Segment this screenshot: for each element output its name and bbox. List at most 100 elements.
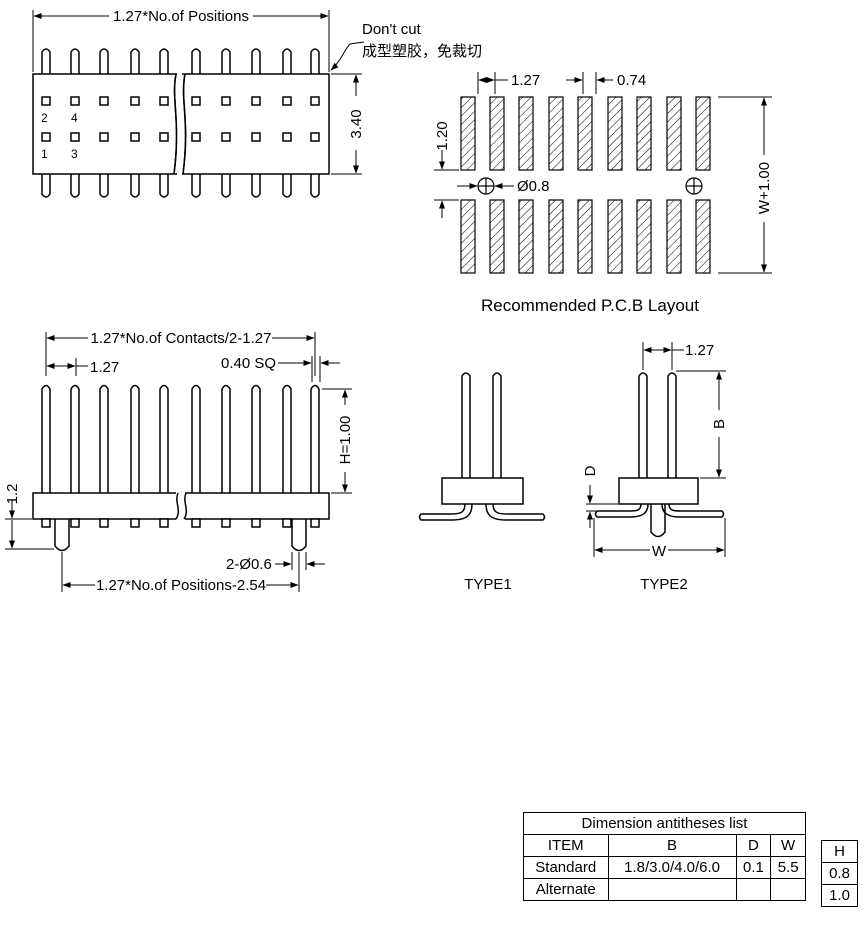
side-pin	[70, 384, 80, 493]
bottom-pin	[310, 174, 320, 198]
bottom-pin	[99, 174, 109, 198]
side-pin-square	[70, 518, 80, 528]
pcb-pad	[666, 199, 682, 274]
pcb-pad	[695, 96, 711, 171]
sv-positions-label: 1.27*No.of Positions-2.54	[96, 577, 266, 594]
sv-h-label: H=1.00	[337, 416, 354, 465]
h-header: H	[821, 840, 858, 863]
dimension-table: Dimension antitheses list ITEM B D W Sta…	[523, 812, 806, 901]
cell-item: Standard	[523, 856, 609, 879]
top-pin	[310, 48, 320, 74]
pcb-pad-width-label: 0.74	[617, 72, 646, 89]
pin-square	[221, 132, 231, 142]
pin-square	[70, 96, 80, 106]
pin-square	[251, 132, 261, 142]
side-pin-square	[251, 518, 261, 528]
side-pin	[191, 384, 201, 493]
cell-d	[735, 878, 772, 901]
type2-view	[586, 342, 726, 557]
pcb-pad	[518, 199, 534, 274]
pcb-gap-label: 1.20	[434, 121, 451, 150]
side-pin	[159, 384, 169, 493]
cell-w	[770, 878, 806, 901]
type2-pitch-label: 1.27	[685, 342, 714, 359]
side-pin-square	[130, 518, 140, 528]
pcb-pad	[695, 199, 711, 274]
pcb-pad	[518, 96, 534, 171]
top-pin	[282, 48, 292, 74]
pcb-caption: Recommended P.C.B Layout	[481, 296, 699, 315]
bottom-pin	[159, 174, 169, 198]
type2-caption: TYPE2	[640, 576, 688, 593]
sv-peg-label: 2-Ø0.6	[226, 556, 272, 573]
pin-square	[191, 96, 201, 106]
pin-square	[70, 132, 80, 142]
bottom-pin	[221, 174, 231, 198]
pcb-pitch-label: 1.27	[511, 72, 540, 89]
side-pin	[282, 384, 292, 493]
tv-height-label: 3.40	[348, 109, 365, 138]
pcb-hole-label: Ø0.8	[517, 178, 550, 195]
side-pin-square	[310, 518, 320, 528]
side-pin-square	[191, 518, 201, 528]
pcb-pad	[548, 199, 564, 274]
pin-number-1: 1	[41, 147, 48, 161]
peg-right	[291, 519, 307, 552]
side-pin	[221, 384, 231, 493]
pin-square	[159, 132, 169, 142]
pcb-total-label: W+1.00	[756, 162, 773, 214]
top-pin	[191, 48, 201, 74]
pcb-pad	[666, 96, 682, 171]
pin-square	[41, 132, 51, 142]
pcb-pad	[460, 96, 476, 171]
side-pin-square	[221, 518, 231, 528]
bottom-pin	[41, 174, 51, 198]
top-pin	[130, 48, 140, 74]
top-pin	[251, 48, 261, 74]
pin-square	[282, 132, 292, 142]
h-value: 0.8	[821, 862, 858, 885]
dimension-table-title: Dimension antitheses list	[523, 812, 806, 835]
bottom-pin	[191, 174, 201, 198]
side-pin	[41, 384, 51, 493]
tv-width-label: 1.27*No.of Positions	[113, 8, 249, 25]
pin-square	[282, 96, 292, 106]
sv-contacts-label: 1.27*No.of Contacts/2-1.27	[91, 330, 272, 347]
h-value: 1.0	[821, 884, 858, 907]
side-pin-square	[41, 518, 51, 528]
pcb-pad	[577, 96, 593, 171]
pin-number-3: 3	[71, 147, 78, 161]
header-b: B	[607, 834, 737, 857]
header-d: D	[735, 834, 772, 857]
pin-square	[221, 96, 231, 106]
top-pin	[41, 48, 51, 74]
side-pin	[130, 384, 140, 493]
pcb-pad	[607, 199, 623, 274]
pin-square	[130, 132, 140, 142]
top-pin	[99, 48, 109, 74]
type2-w-label: W	[652, 543, 667, 560]
type2-b-label: B	[711, 419, 728, 429]
top-pin	[159, 48, 169, 74]
pin-number-4: 4	[71, 111, 78, 125]
side-view	[5, 332, 352, 592]
bottom-pin	[130, 174, 140, 198]
pin-square	[41, 96, 51, 106]
pin-square	[191, 132, 201, 142]
dont-cut-label: Don't cut	[362, 21, 422, 38]
pin-square	[310, 96, 320, 106]
pcb-layout	[434, 72, 772, 274]
type2-d-label: D	[582, 465, 599, 476]
pin-square	[99, 132, 109, 142]
sv-left-label: 1.2	[4, 484, 21, 505]
side-pin	[251, 384, 261, 493]
cell-w: 5.5	[770, 856, 806, 879]
side-pin-square	[282, 518, 292, 528]
top-pin	[70, 48, 80, 74]
cell-d: 0.1	[735, 856, 772, 879]
header-item: ITEM	[523, 834, 609, 857]
chinese-note: 成型塑胶，免裁切	[362, 43, 482, 60]
pcb-pad	[636, 199, 652, 274]
pin-square	[99, 96, 109, 106]
